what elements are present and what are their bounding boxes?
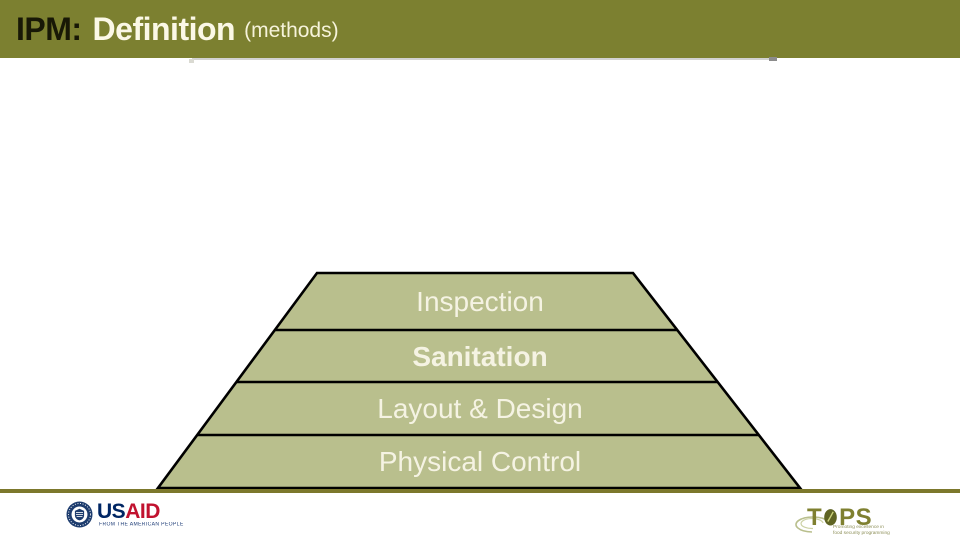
placeholder-edge-line — [192, 58, 770, 60]
usaid-logo: USAID FROM THE AMERICAN PEOPLE — [66, 499, 226, 533]
tops-tagline: Promoting excellence in food security pr… — [833, 525, 890, 536]
pyramid-layer-inspection: Inspection — [416, 286, 544, 317]
placeholder-edge-notch-left — [189, 59, 194, 63]
usaid-wordmark: USAID — [97, 500, 160, 524]
footer-accent-line — [0, 489, 960, 493]
pyramid: Inspection Sanitation Layout & Design Ph… — [140, 260, 820, 494]
usaid-wordmark-us: US — [97, 500, 126, 523]
title-emphasis: Definition — [92, 10, 236, 47]
tops-tagline-line2: food security programming — [833, 530, 890, 536]
tops-logo: T PS Promoting excellence in food securit… — [790, 500, 955, 538]
title-suffix: (methods) — [244, 19, 339, 42]
pyramid-shape — [155, 271, 803, 490]
usaid-seal-icon — [66, 501, 93, 528]
tops-swirl-icon — [795, 516, 829, 533]
usaid-wordmark-aid: AID — [125, 500, 160, 523]
tops-wordmark: T PS — [807, 504, 872, 532]
tops-wordmark-t: T — [807, 504, 823, 531]
tops-tagline-line1: Promoting excellence in — [833, 525, 884, 530]
title-prefix: IPM: — [16, 10, 82, 47]
usaid-tagline: FROM THE AMERICAN PEOPLE — [99, 522, 184, 528]
page-title: IPM: Definition (methods) — [16, 0, 339, 58]
tops-leaf-icon — [823, 505, 838, 533]
pyramid-layer-layout-design: Layout & Design — [377, 393, 583, 424]
pyramid-layer-physical-control: Physical Control — [378, 446, 582, 477]
pyramid-layer-sanitation: Sanitation — [412, 341, 548, 372]
title-bar: IPM: Definition (methods) — [0, 0, 960, 58]
tops-wordmark-ps: PS — [839, 504, 873, 531]
placeholder-edge-notch-right — [769, 57, 777, 61]
